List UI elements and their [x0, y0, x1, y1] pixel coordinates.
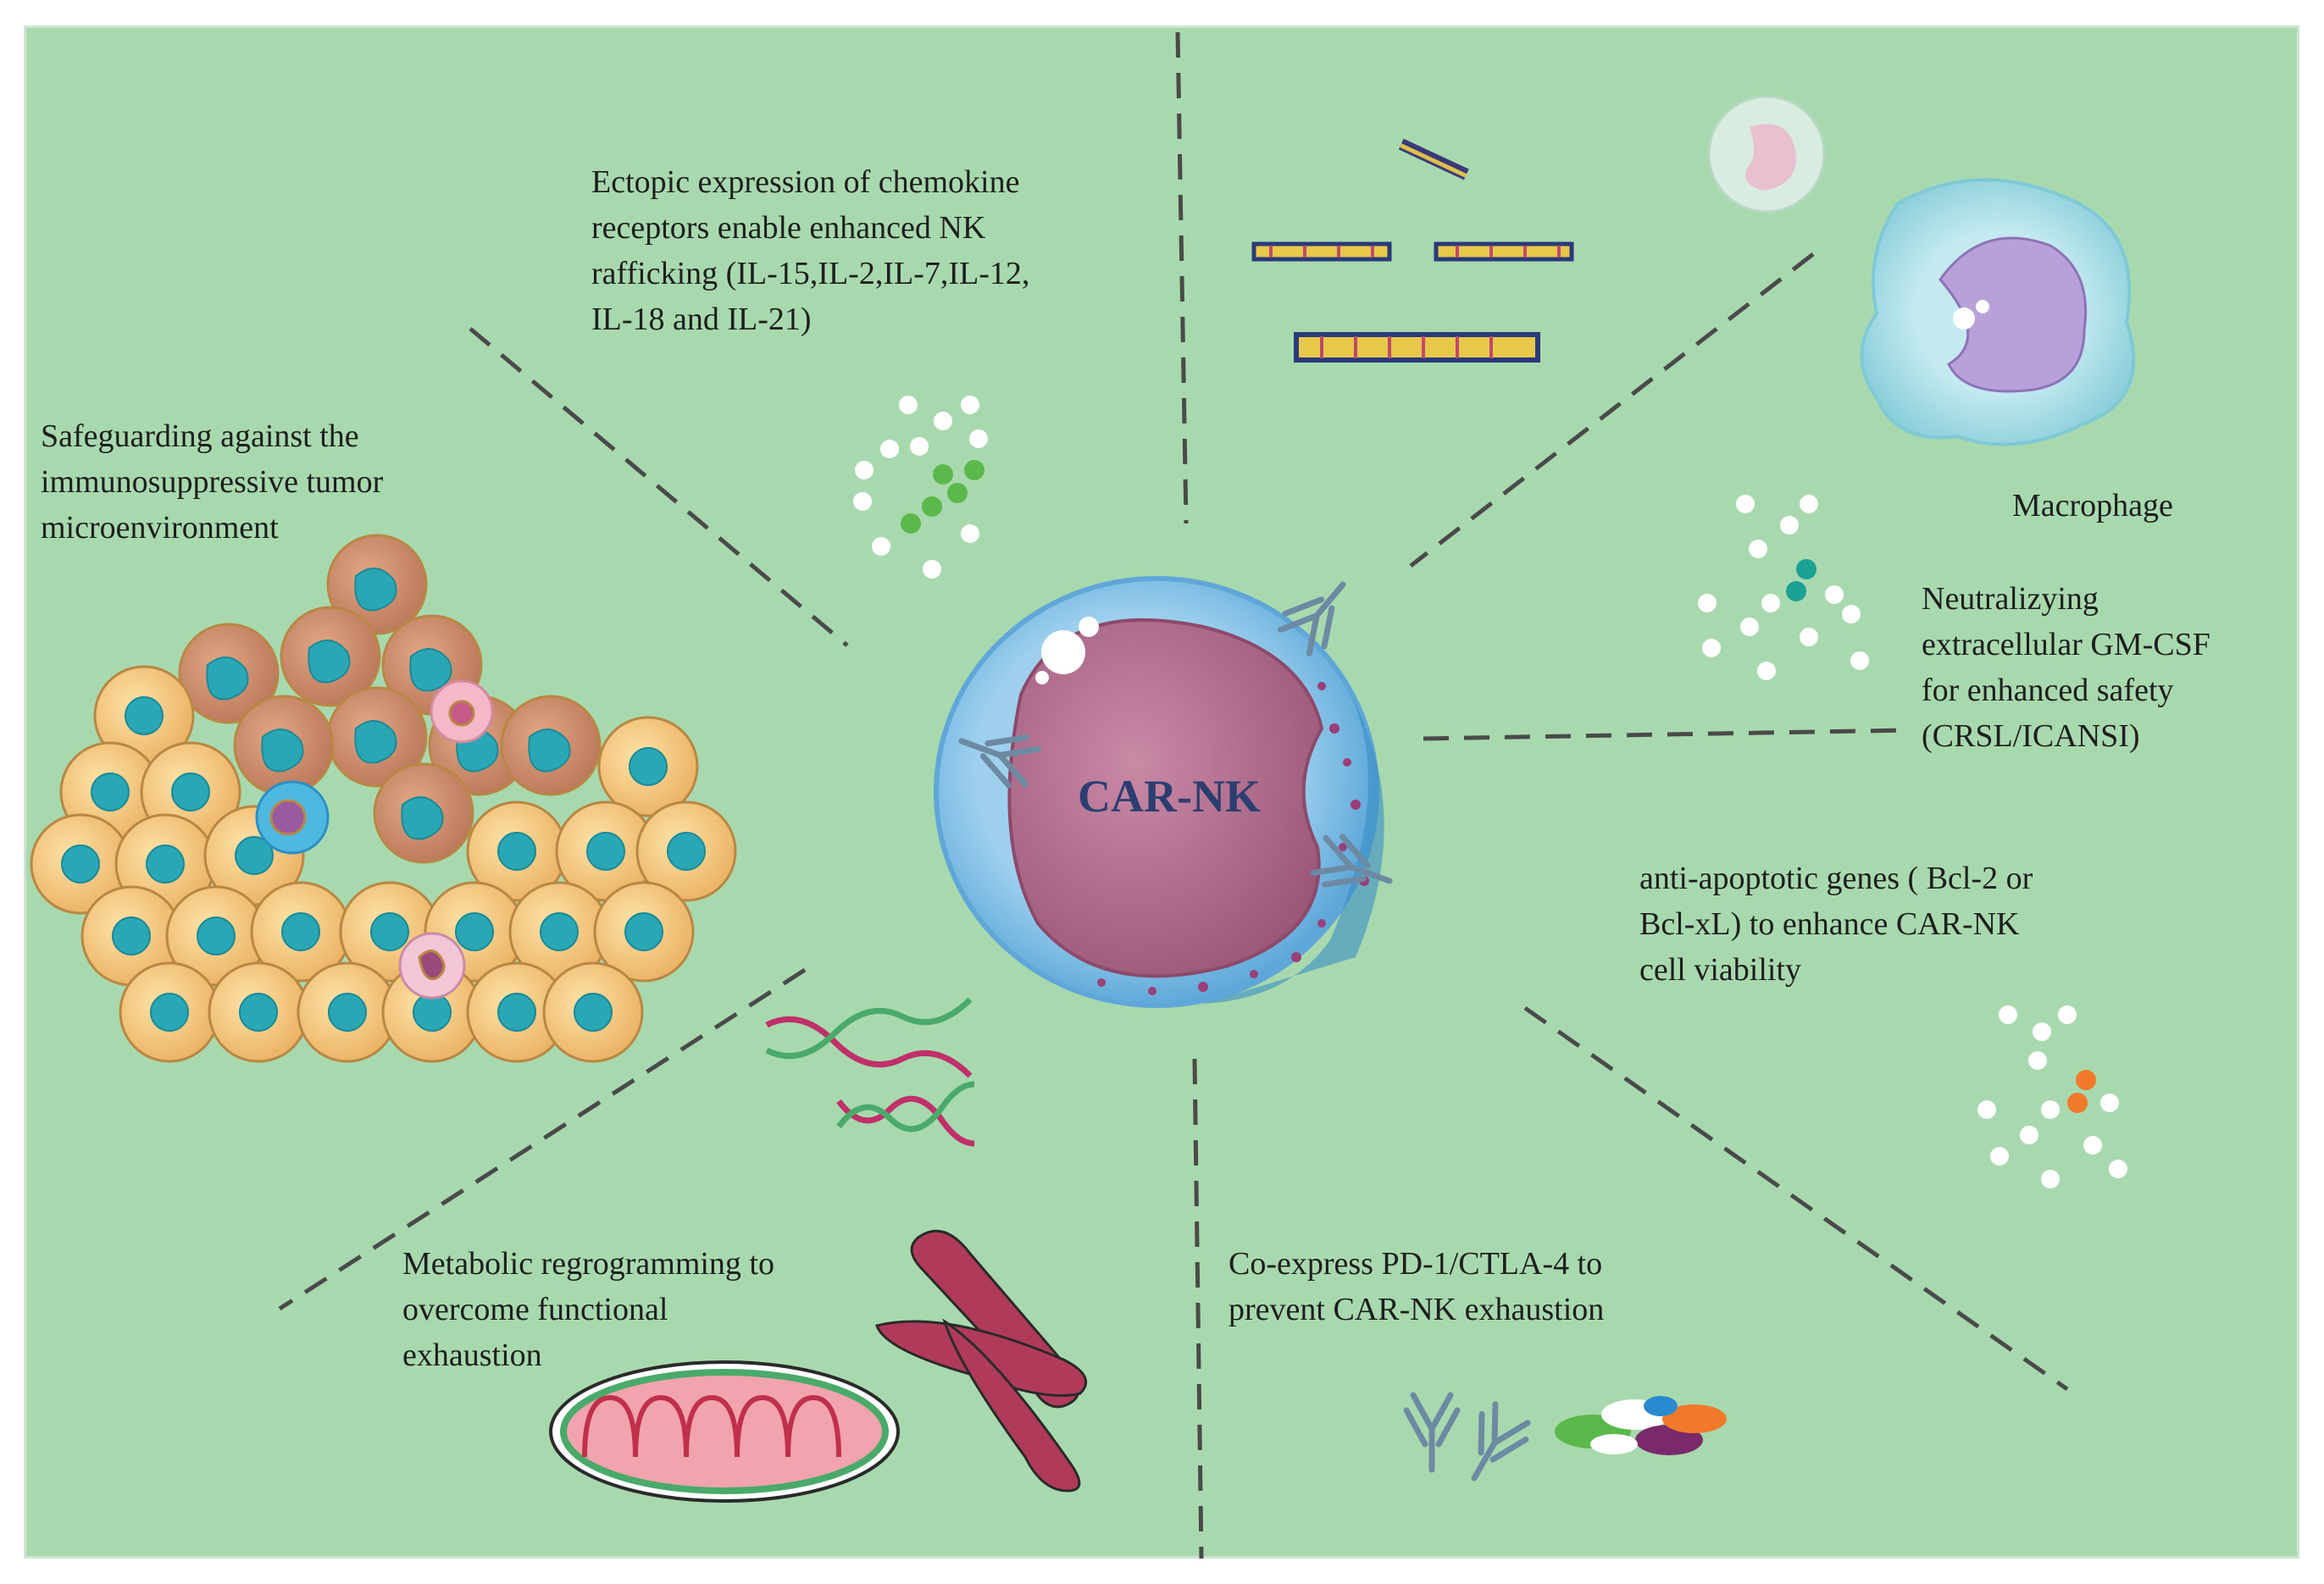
drug-pills-icon — [1555, 1396, 1727, 1455]
cytokine-dots-icon — [853, 396, 988, 579]
metabolic-label: Metabolic regrogramming to overcome func… — [402, 1246, 774, 1373]
endoplasmic-reticulum-icon — [875, 1229, 1088, 1493]
car-nk-label: CAR-NK — [1078, 771, 1261, 822]
divider-bottom — [1192, 1058, 1204, 1559]
macrophage-icon — [1707, 95, 2136, 446]
divider-right — [1423, 728, 1911, 741]
anti-apoptotic-label: anti-apoptotic genes ( Bcl-2 or Bcl-xL) … — [1639, 861, 2033, 988]
divider-upper-right — [1409, 252, 1815, 568]
gm-csf-dots-icon — [1698, 495, 1869, 680]
dna-segments-icon — [1251, 138, 1574, 363]
macrophage-label: Macrophage — [2012, 488, 2173, 523]
anti-apoptotic-dots-icon — [1977, 1005, 2127, 1188]
checkpoint-antibody-icon — [1406, 1395, 1534, 1491]
immune-cell-icons — [255, 679, 494, 1000]
divider-top — [1175, 31, 1189, 524]
tumor-cell-cluster-icon — [30, 534, 737, 1063]
chemokine-label: Ectopic expression of chemokine receptor… — [591, 164, 1030, 337]
dna-helix-icon — [765, 997, 975, 1147]
mitochondrion-icon — [549, 1360, 900, 1503]
gm-csf-label: Neutralizying extracellular GM-CSF for e… — [1922, 581, 2210, 754]
divider-lower-right — [1523, 1005, 2069, 1392]
dashed-divider-lines — [278, 31, 2069, 1559]
divider-upper-left — [469, 327, 849, 647]
pd1-ctla4-label: Co-express PD-1/CTLA-4 to prevent CAR-NK… — [1229, 1246, 1605, 1327]
car-nk-nucleus — [1007, 618, 1324, 978]
car-nk-cell — [934, 568, 1398, 1008]
divider-lower-left — [278, 967, 807, 1311]
safeguard-label: Safeguarding against the immunosuppressi… — [41, 418, 384, 546]
